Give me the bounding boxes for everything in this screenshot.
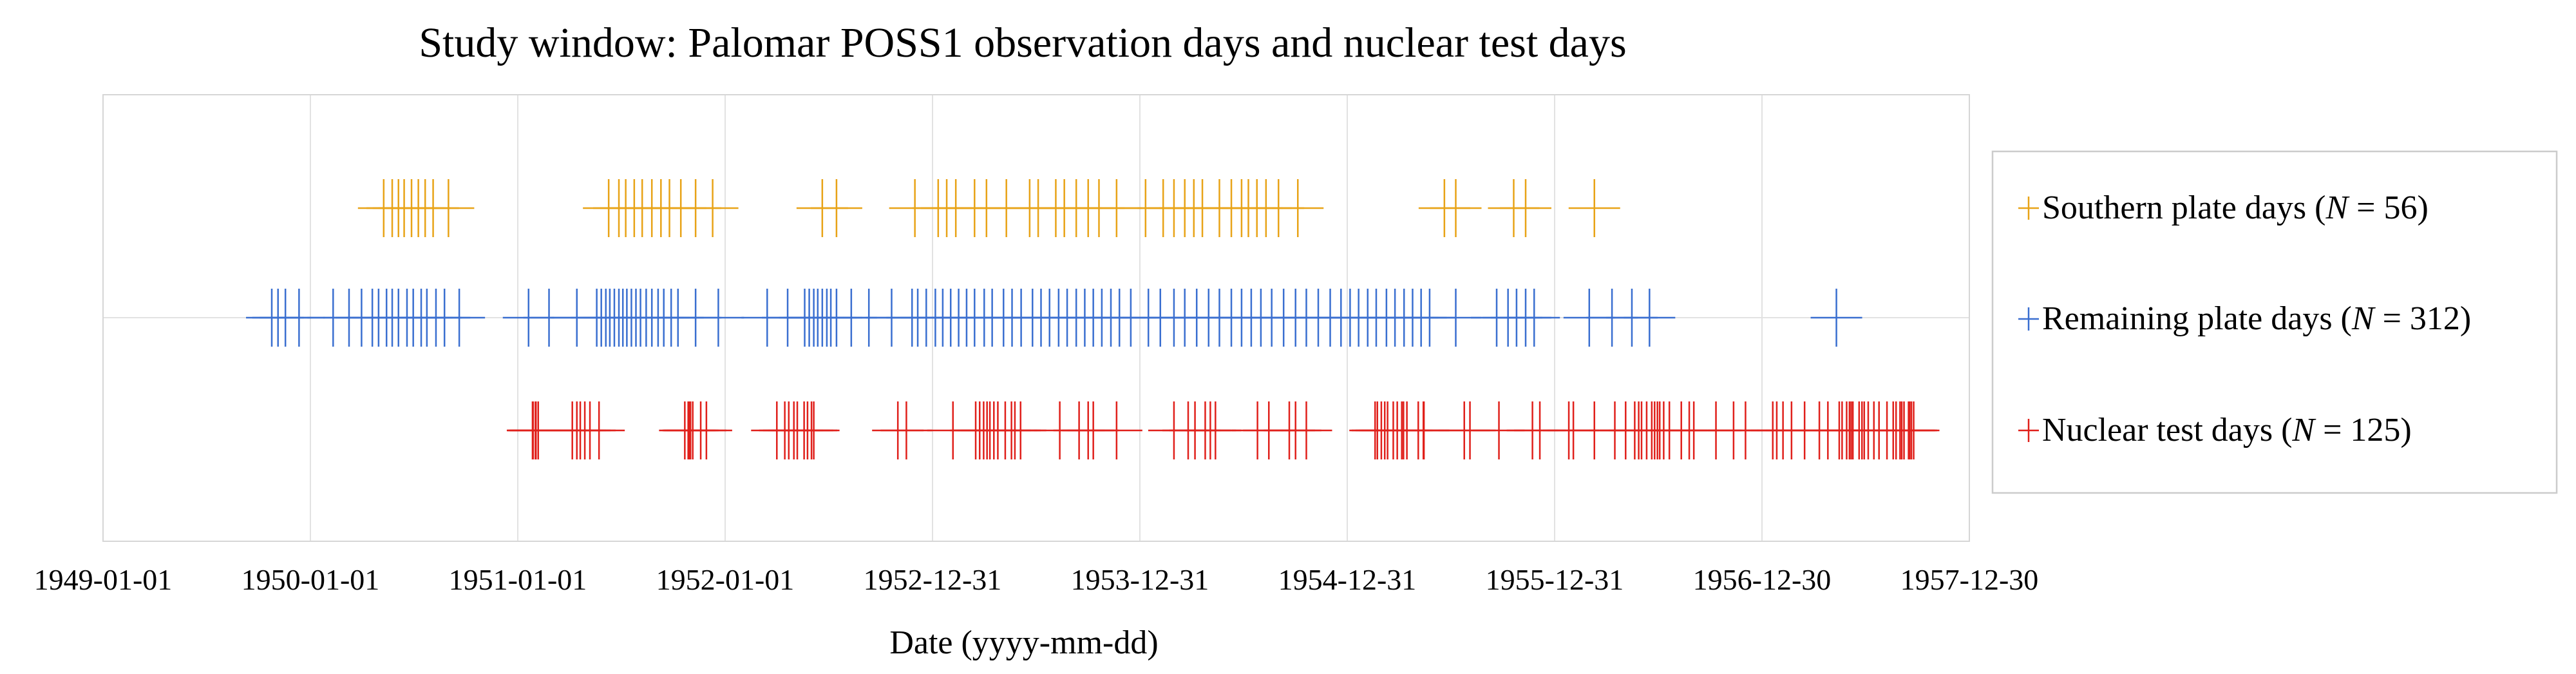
series-remaining-plate-days bbox=[246, 289, 1862, 347]
plot-area-frame bbox=[102, 94, 1970, 542]
data-point bbox=[422, 179, 475, 237]
chart-title: Study window: Palomar POSS1 observation … bbox=[419, 19, 1626, 66]
data-point bbox=[1500, 179, 1552, 237]
series-southern-plate-days bbox=[357, 179, 1620, 237]
legend-label-nuclear-count: = 125) bbox=[2315, 412, 2412, 448]
legend-label-remaining-n: N bbox=[2351, 300, 2376, 337]
data-point bbox=[1272, 179, 1324, 237]
data-point bbox=[692, 289, 744, 347]
legend-label-remaining: Remaining plate days (N = 312) bbox=[2042, 300, 2471, 337]
data-point bbox=[433, 289, 486, 347]
data-point bbox=[1888, 401, 1940, 459]
x-axis-label: Date (yyyy-mm-dd) bbox=[889, 624, 1158, 661]
legend-label-southern-n: N bbox=[2325, 189, 2350, 226]
legend-label-remaining-prefix: Remaining plate days ( bbox=[2042, 300, 2352, 337]
x-tick-label: 1949-01-01 bbox=[34, 563, 173, 596]
data-point bbox=[1280, 401, 1332, 459]
data-point bbox=[810, 179, 862, 237]
series-nuclear-test-days bbox=[506, 401, 1940, 459]
legend-item-remaining: Remaining plate days (N = 312) bbox=[2018, 300, 2471, 337]
x-tick-label: 1952-12-31 bbox=[864, 563, 1002, 596]
legend-item-southern: Southern plate days (N = 56) bbox=[2018, 189, 2429, 226]
data-point bbox=[1090, 401, 1142, 459]
legend-label-nuclear: Nuclear test days (N = 125) bbox=[2042, 412, 2412, 448]
data-point bbox=[573, 401, 625, 459]
data-point bbox=[788, 401, 840, 459]
legend-label-southern: Southern plate days (N = 56) bbox=[2042, 189, 2429, 226]
data-point bbox=[1810, 289, 1862, 347]
data-point bbox=[1430, 179, 1482, 237]
legend-marker-nuclear bbox=[2018, 419, 2039, 442]
x-tick-label: 1955-12-31 bbox=[1486, 563, 1624, 596]
legend-label-nuclear-n: N bbox=[2291, 412, 2316, 448]
legend bbox=[1991, 150, 2558, 494]
legend-item-nuclear: Nuclear test days (N = 125) bbox=[2018, 412, 2412, 448]
data-point bbox=[1508, 289, 1560, 347]
x-tick-label: 1953-12-31 bbox=[1071, 563, 1209, 596]
legend-label-southern-count: = 56) bbox=[2348, 189, 2429, 226]
legend-label-remaining-count: = 312) bbox=[2374, 300, 2472, 337]
legend-label-southern-prefix: Southern plate days ( bbox=[2042, 189, 2325, 226]
x-tick-label: 1951-01-01 bbox=[449, 563, 587, 596]
x-tick-label: 1956-12-30 bbox=[1693, 563, 1832, 596]
data-point bbox=[687, 179, 739, 237]
x-axis-ticks: 1949-01-01 1950-01-01 1951-01-01 1952-01-01… bbox=[34, 563, 2039, 596]
series-layer bbox=[246, 179, 1940, 459]
data-point bbox=[680, 401, 732, 459]
data-point bbox=[1624, 289, 1676, 347]
legend-marker-remaining bbox=[2018, 307, 2039, 331]
x-tick-label: 1952-01-01 bbox=[656, 563, 795, 596]
data-point bbox=[880, 401, 933, 459]
legend-marker-southern bbox=[2018, 197, 2039, 220]
x-tick-label: 1957-12-30 bbox=[1900, 563, 2039, 596]
data-point bbox=[1568, 179, 1620, 237]
x-tick-label: 1950-01-01 bbox=[242, 563, 380, 596]
x-tick-label: 1954-12-31 bbox=[1278, 563, 1417, 596]
legend-label-nuclear-prefix: Nuclear test days ( bbox=[2042, 412, 2292, 448]
